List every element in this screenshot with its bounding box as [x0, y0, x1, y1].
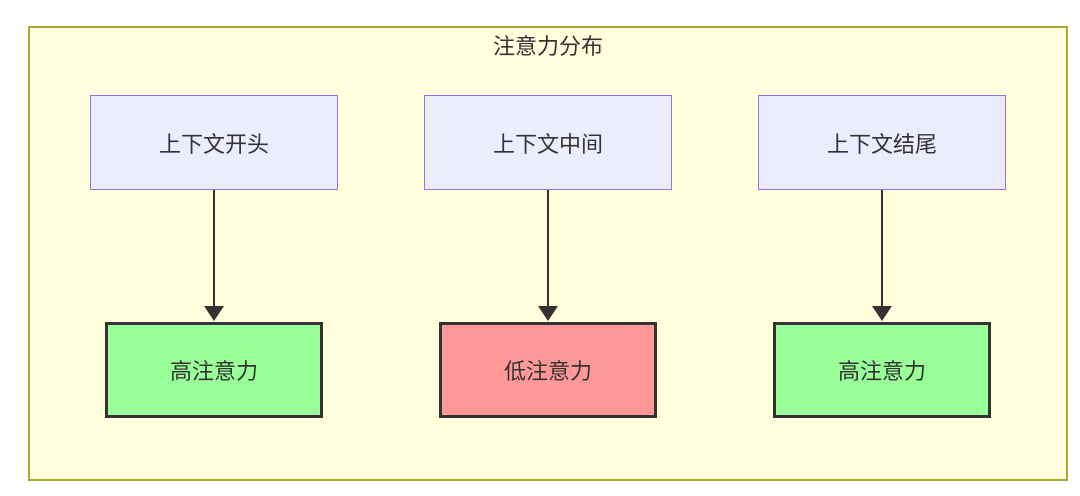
flow-column-context-start: 上下文开头 高注意力 — [90, 95, 338, 418]
node-low-attention: 低注意力 — [439, 322, 657, 418]
attention-distribution-group: 注意力分布 上下文开头 高注意力 上下文中间 低注意力 上下文结尾 — [28, 26, 1068, 481]
arrow-down-connector — [872, 190, 892, 321]
node-high-attention-1: 高注意力 — [105, 322, 323, 418]
arrow-down-connector — [538, 190, 558, 321]
node-context-middle: 上下文中间 — [424, 95, 672, 190]
node-high-attention-2: 高注意力 — [773, 322, 991, 418]
flow-column-context-end: 上下文结尾 高注意力 — [758, 95, 1006, 418]
arrow-down-connector — [204, 190, 224, 321]
flow-columns: 上下文开头 高注意力 上下文中间 低注意力 上下文结尾 — [30, 95, 1066, 418]
flow-column-context-middle: 上下文中间 低注意力 — [424, 95, 672, 418]
node-context-start: 上下文开头 — [90, 95, 338, 190]
diagram-title: 注意力分布 — [492, 34, 603, 59]
node-context-end: 上下文结尾 — [758, 95, 1006, 190]
